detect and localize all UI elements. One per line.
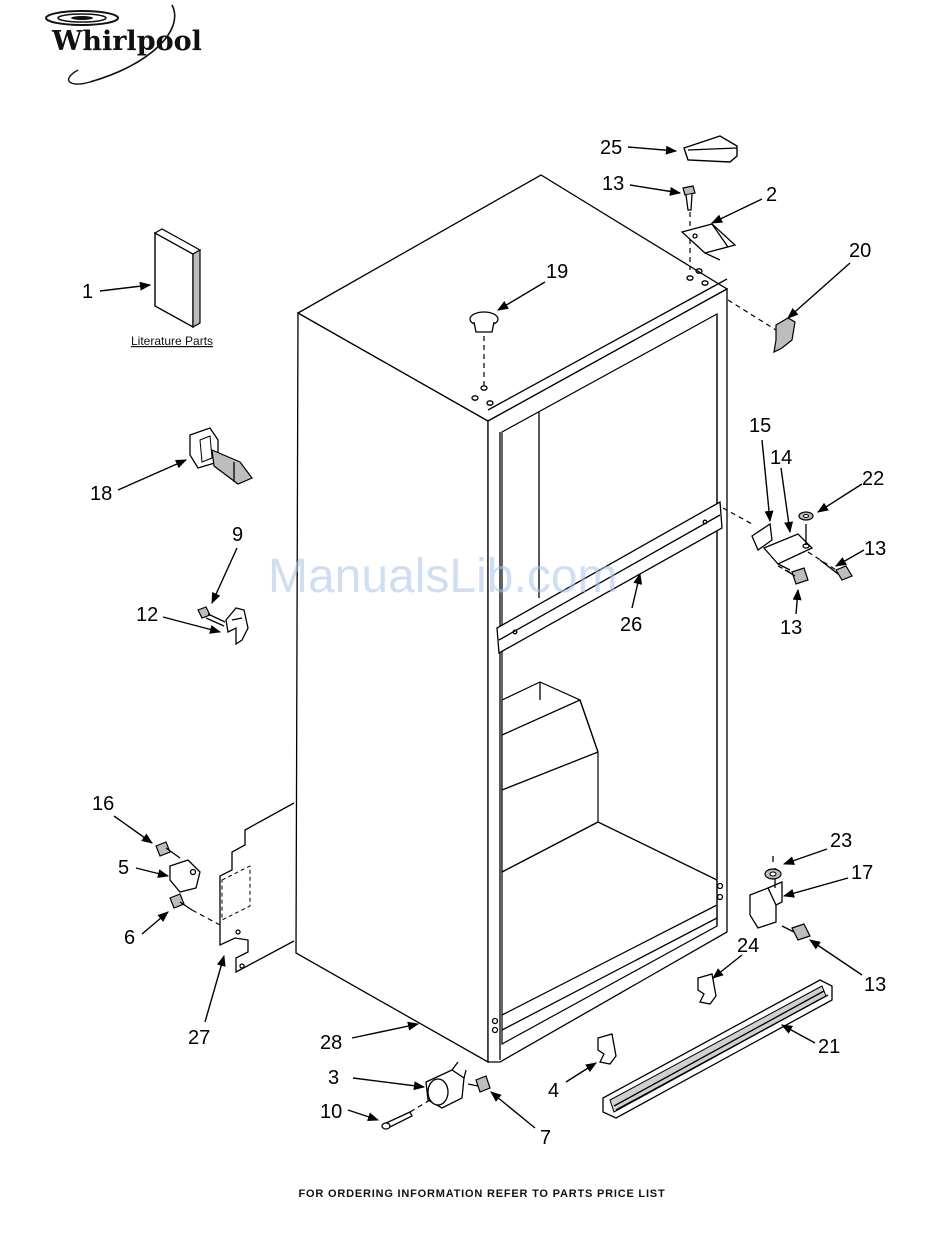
callout-13-bottom: 13 xyxy=(864,974,886,996)
bracket-9 xyxy=(226,608,248,644)
brand-name: Whirlpool xyxy=(51,26,202,57)
callout-21: 21 xyxy=(818,1036,840,1058)
leveling-bracket-assembly xyxy=(156,803,294,972)
callout-28: 28 xyxy=(320,1032,342,1054)
callout-4: 4 xyxy=(548,1080,559,1102)
hinge-clip-part xyxy=(728,300,795,352)
callout-22: 22 xyxy=(862,468,884,490)
footer-note: FOR ORDERING INFORMATION REFER TO PARTS … xyxy=(299,1188,666,1200)
callout-19: 19 xyxy=(546,261,568,283)
callout-25: 25 xyxy=(600,137,622,159)
refrigerator-cabinet xyxy=(296,175,727,1062)
callout-14: 14 xyxy=(770,447,792,469)
callout-23: 23 xyxy=(830,830,852,852)
callout-10: 10 xyxy=(320,1101,342,1123)
toe-grille xyxy=(603,980,832,1118)
literature-parts-label: Literature Parts xyxy=(131,334,213,348)
callout-16: 16 xyxy=(92,793,114,815)
door-stop-pin xyxy=(190,428,252,484)
callout-9: 9 xyxy=(232,524,243,546)
callout-17: 17 xyxy=(851,862,873,884)
clip-24 xyxy=(698,974,716,1004)
hinge-cover-part xyxy=(684,136,737,162)
callout-2: 2 xyxy=(766,184,777,206)
callout-7: 7 xyxy=(540,1127,551,1149)
callout-5: 5 xyxy=(118,857,129,879)
roller-assembly xyxy=(382,1062,490,1129)
callout-13-top: 13 xyxy=(602,173,624,195)
screw-12 xyxy=(198,607,225,626)
watermark: ManualsLib.com xyxy=(268,550,618,603)
whirlpool-logo: Whirlpool xyxy=(46,5,202,84)
callout-26: 26 xyxy=(620,614,642,636)
bottom-hinge-assembly xyxy=(750,856,810,940)
callout-15: 15 xyxy=(749,415,771,437)
callout-6: 6 xyxy=(124,927,135,949)
callout-12: 12 xyxy=(136,604,158,626)
callout-20: 20 xyxy=(849,240,871,262)
callout-27: 27 xyxy=(188,1027,210,1049)
callout-18: 18 xyxy=(90,483,112,505)
callout-3: 3 xyxy=(328,1067,339,1089)
top-hinge-screw xyxy=(683,186,695,270)
callout-13-lower: 13 xyxy=(780,617,802,639)
callout-24: 24 xyxy=(737,935,759,957)
center-hinge-assembly xyxy=(723,508,852,584)
literature-book xyxy=(155,229,200,327)
callout-1: 1 xyxy=(82,281,93,303)
clip-4 xyxy=(598,1034,616,1064)
callout-13-mid: 13 xyxy=(864,538,886,560)
